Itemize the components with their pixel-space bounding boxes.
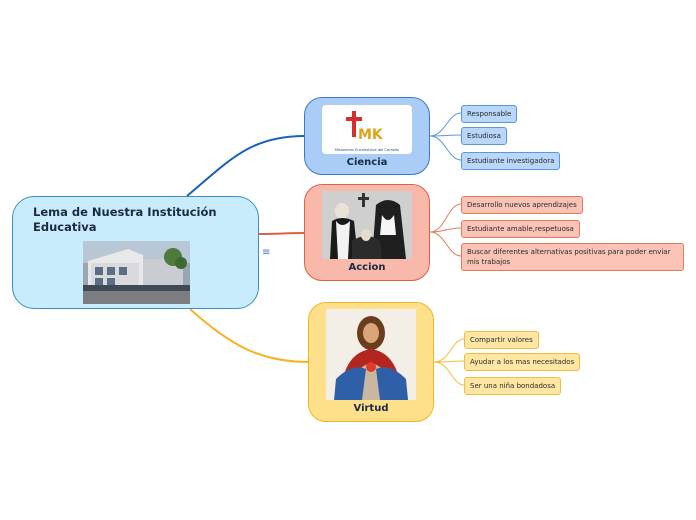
leaf-estudiosa[interactable]: Estudiosa xyxy=(461,127,507,145)
hamburger-icon[interactable]: ≡ xyxy=(262,247,271,258)
school-building-image xyxy=(83,241,190,304)
topic-label-virtud: Virtud xyxy=(353,403,389,414)
connector-accion xyxy=(258,232,306,235)
ciencia-logo-image: MK Misioneros Eucaristicos del Corazón xyxy=(322,105,412,154)
logo-letters: MK xyxy=(358,127,384,143)
leaf-estudiante-amable[interactable]: Estudiante amable,respetuosa xyxy=(461,220,580,238)
topic-virtud[interactable]: Virtud xyxy=(308,302,434,422)
topic-label-ciencia: Ciencia xyxy=(346,157,388,168)
leaf-compartir-valores[interactable]: Compartir valores xyxy=(464,331,539,349)
virtud-image xyxy=(326,309,416,400)
leaf-desarrollo-aprendizajes[interactable]: Desarrollo nuevos aprendizajes xyxy=(461,196,583,214)
leaf-responsable[interactable]: Responsable xyxy=(461,105,518,123)
mek-logo-icon: MK Misioneros Eucaristicos del Corazón xyxy=(335,111,399,152)
leaf-buscar-alternativas[interactable]: Buscar diferentes alternativas positivas… xyxy=(461,243,684,271)
connector-virtud xyxy=(189,308,310,363)
logo-caption: Misioneros Eucaristicos del Corazón xyxy=(335,148,399,152)
accion-image xyxy=(322,191,412,259)
leaf-estudiante-investigadora[interactable]: Estudiante investigadora xyxy=(461,152,561,170)
leaf-ayudar-necesitados[interactable]: Ayudar a los mas necesitados xyxy=(464,353,581,371)
topic-accion[interactable]: Accion xyxy=(304,184,430,281)
topic-label-accion: Accion xyxy=(348,262,386,273)
topic-ciencia[interactable]: MK Misioneros Eucaristicos del Corazón C… xyxy=(304,97,430,175)
central-title: Lema de Nuestra Institución Educativa xyxy=(33,205,217,234)
leaf-nina-bondadosa[interactable]: Ser una niña bondadosa xyxy=(464,377,562,395)
connector-ciencia xyxy=(186,135,306,197)
central-topic[interactable]: Lema de Nuestra Institución Educativa xyxy=(12,196,259,309)
